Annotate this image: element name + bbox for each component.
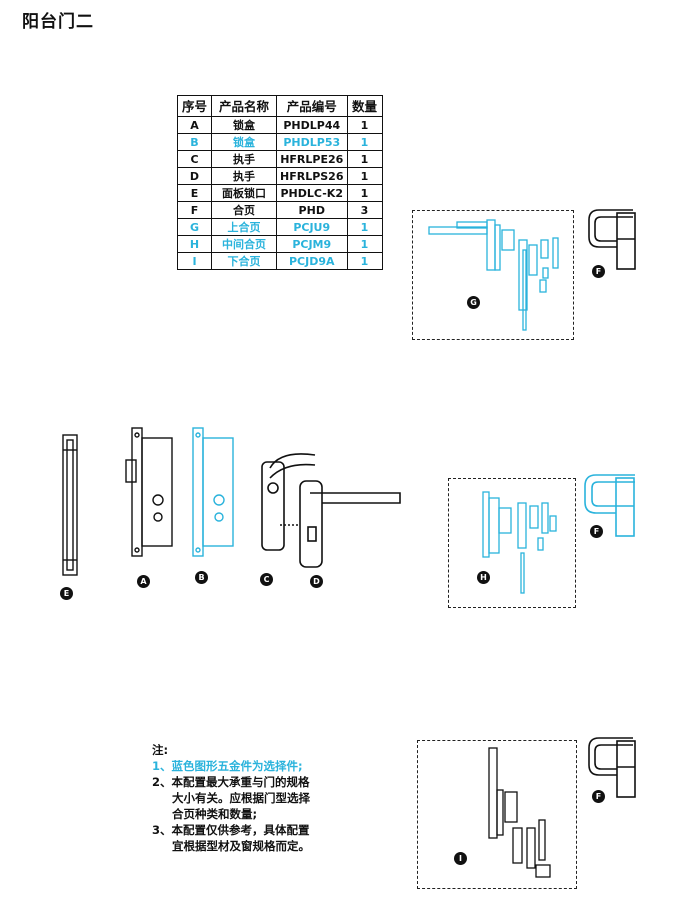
hinge-i-box xyxy=(417,740,577,889)
row-name: 执手 xyxy=(211,167,277,185)
page-title: 阳台门二 xyxy=(22,12,94,32)
callout-e: E xyxy=(60,587,73,600)
row-id: H xyxy=(177,235,212,253)
header-product-name: 产品名称 xyxy=(211,95,277,117)
row-qty: 1 xyxy=(346,167,383,185)
callout-i: I xyxy=(454,852,467,865)
row-qty: 1 xyxy=(346,252,383,270)
callout-a: A xyxy=(137,575,150,588)
handle-c-illustration xyxy=(261,453,316,551)
row-id: B xyxy=(177,133,212,151)
header-quantity: 数量 xyxy=(346,95,383,117)
middle-hinge-illustration xyxy=(482,491,557,594)
note-line-2b: 大小有关。应根据门型选择 xyxy=(172,791,310,805)
row-name: 下合页 xyxy=(211,252,277,270)
row-qty: 1 xyxy=(346,218,383,236)
note-line-2c: 合页种类和数量; xyxy=(172,807,258,821)
row-qty: 1 xyxy=(346,116,383,134)
row-qty: 1 xyxy=(346,133,383,151)
row-code: PHDLP44 xyxy=(276,116,348,134)
row-id: F xyxy=(177,201,212,219)
hinge-h-box xyxy=(448,478,576,608)
header-index: 序号 xyxy=(177,95,212,117)
callout-f-middle: F xyxy=(590,525,603,538)
row-code: PHD xyxy=(276,201,348,219)
hinge-f-illustration-top xyxy=(588,209,636,270)
row-code: PHDLC-K2 xyxy=(276,184,348,202)
row-qty: 1 xyxy=(346,184,383,202)
row-qty: 1 xyxy=(346,235,383,253)
lock-box-b-illustration xyxy=(192,427,234,557)
callout-h: H xyxy=(477,571,490,584)
callout-c: C xyxy=(260,573,273,586)
row-code: PCJU9 xyxy=(276,218,348,236)
handle-d-illustration xyxy=(280,480,401,568)
row-id: A xyxy=(177,116,212,134)
notes-block: 注: 1、蓝色图形五金件为选择件; 2、本配置最大承重与门的规格 大小有关。应根… xyxy=(152,742,310,854)
note-line-2a: 2、本配置最大承重与门的规格 xyxy=(152,775,310,789)
callout-b: B xyxy=(195,571,208,584)
faceplate-e-illustration xyxy=(62,434,78,576)
row-qty: 1 xyxy=(346,150,383,168)
row-code: HFRLPS26 xyxy=(276,167,348,185)
note-line-3b: 宜根据型材及窗规格而定。 xyxy=(172,839,310,853)
row-id: D xyxy=(177,167,212,185)
hinge-f-illustration-bottom xyxy=(588,737,636,798)
notes-heading: 注: xyxy=(152,743,169,757)
row-id: G xyxy=(177,218,212,236)
row-qty: 3 xyxy=(346,201,383,219)
row-name: 锁盒 xyxy=(211,133,277,151)
row-name: 合页 xyxy=(211,201,277,219)
callout-g: G xyxy=(467,296,480,309)
header-product-code: 产品编号 xyxy=(276,95,348,117)
row-code: HFRLPE26 xyxy=(276,150,348,168)
lock-box-a-illustration xyxy=(125,427,173,557)
row-name: 执手 xyxy=(211,150,277,168)
note-line-3a: 3、本配置仅供参考，具体配置 xyxy=(152,823,310,837)
row-id: I xyxy=(177,252,212,270)
row-id: E xyxy=(177,184,212,202)
row-id: C xyxy=(177,150,212,168)
row-code: PCJM9 xyxy=(276,235,348,253)
hinge-g-box xyxy=(412,210,574,340)
row-name: 上合页 xyxy=(211,218,277,236)
callout-f-bottom: F xyxy=(592,790,605,803)
callout-d: D xyxy=(310,575,323,588)
lower-hinge-illustration xyxy=(488,747,551,878)
row-code: PHDLP53 xyxy=(276,133,348,151)
hinge-f-illustration-middle xyxy=(584,474,635,537)
note-line-1: 1、蓝色图形五金件为选择件; xyxy=(152,759,303,773)
row-name: 锁盒 xyxy=(211,116,277,134)
row-code: PCJD9A xyxy=(276,252,348,270)
row-name: 面板锁口 xyxy=(211,184,277,202)
table-header-row: 序号 产品名称 产品编号 数量 xyxy=(177,95,383,117)
upper-hinge-illustration xyxy=(428,219,559,331)
row-name: 中间合页 xyxy=(211,235,277,253)
callout-f-top: F xyxy=(592,265,605,278)
